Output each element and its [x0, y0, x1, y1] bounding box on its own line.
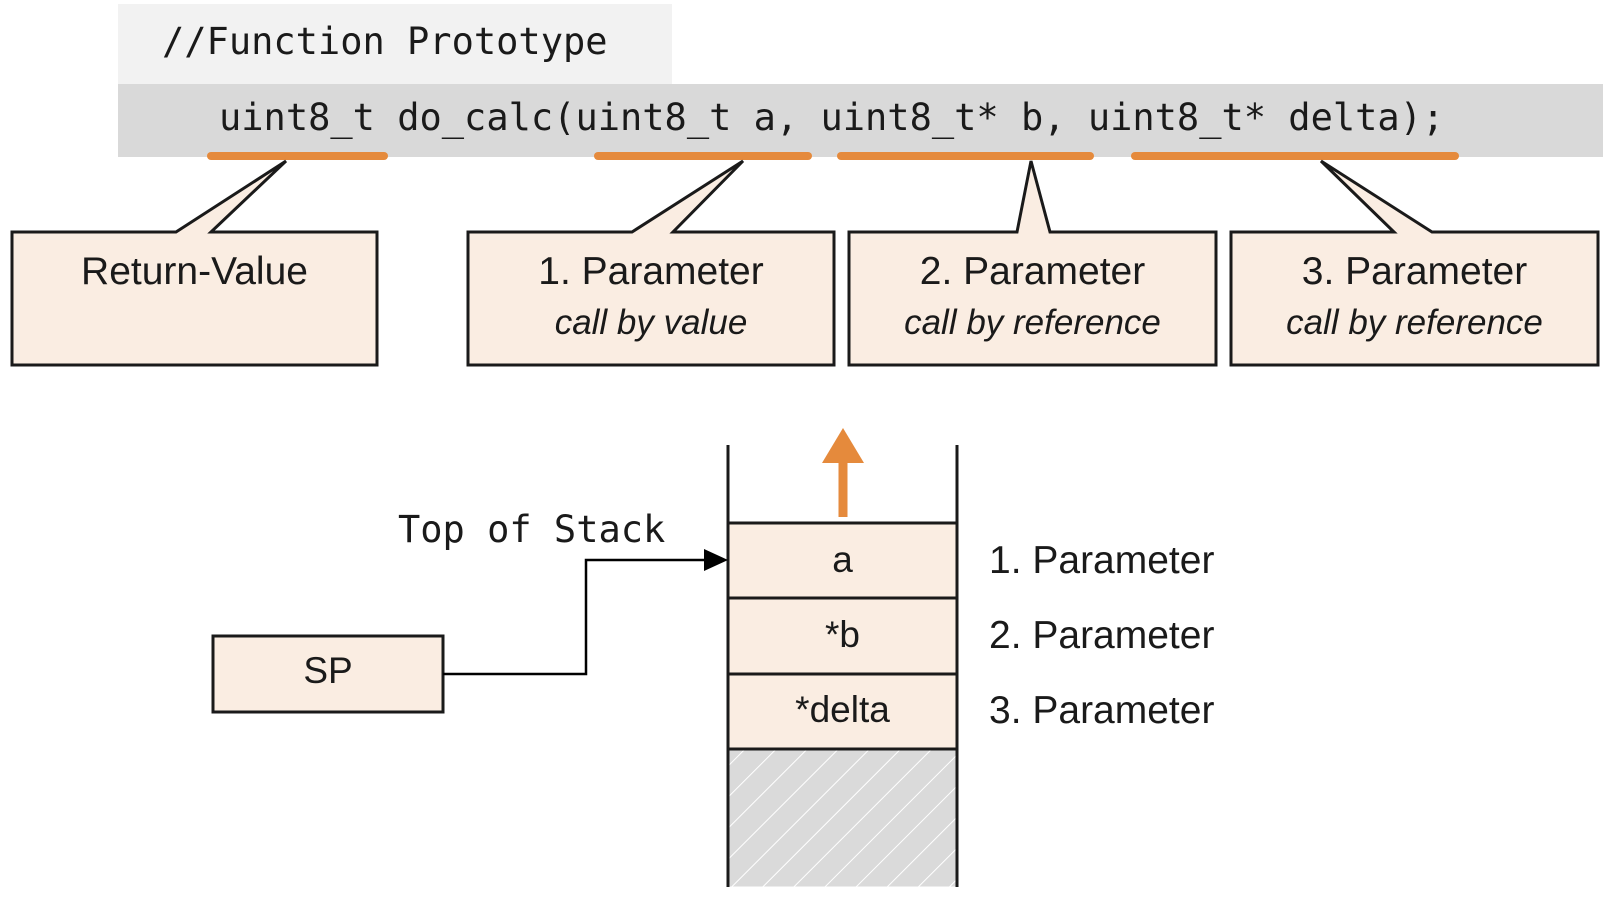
sp-box: [211, 634, 445, 714]
stack-cell-b-label: *b: [825, 614, 860, 655]
signature-end: );: [1399, 96, 1445, 139]
signature-param1: uint8_t a: [575, 96, 776, 139]
sp-pointer-arrowhead: [704, 549, 728, 571]
callout-param1-subtitle: call by value: [554, 303, 748, 342]
function-signature: uint8_t do_calc(uint8_t a, uint8_t* b, u…: [219, 96, 1444, 139]
callout-param3-subtitle: call by reference: [1286, 303, 1543, 342]
signature-separator: ,: [1043, 96, 1066, 139]
callout-param2-subtitle: call by reference: [904, 303, 1161, 342]
top-of-stack-label: Top of Stack: [398, 508, 666, 551]
sp-pointer-line: [443, 558, 712, 676]
callout-return-value: [10, 159, 379, 367]
stack-free-area-hatch: [729, 750, 956, 887]
signature-separator: ,: [775, 96, 799, 139]
callout-return-value-title: Return-Value: [81, 250, 308, 293]
callout-param2: [847, 160, 1218, 367]
callout-param1: [466, 159, 836, 367]
stack-cell-b: [726, 596, 959, 676]
sp-label: SP: [303, 650, 353, 691]
stack-cell-a-label: a: [832, 539, 853, 580]
callout-param3-title: 3. Parameter: [1301, 250, 1528, 293]
stack-param1-label: 1. Parameter: [989, 539, 1215, 582]
comment-background: [118, 4, 672, 84]
callout-shapes: [10, 159, 1600, 367]
callout-param1-title: 1. Parameter: [538, 250, 764, 293]
stack-growth-arrow: [822, 428, 864, 517]
signature-param2: uint8_t* b: [820, 96, 1044, 139]
signature-param3: uint8_t* delta: [1087, 96, 1400, 139]
signature-return-type: uint8_t: [219, 96, 375, 139]
signature-function-name: do_calc(: [397, 96, 576, 139]
stack-param3-label: 3. Parameter: [989, 689, 1215, 732]
callout-param2-title: 2. Parameter: [919, 250, 1146, 293]
callout-param3: [1229, 159, 1600, 367]
prototype-comment: //Function Prototype: [162, 20, 608, 63]
stack-cell-delta-label: *delta: [795, 689, 890, 730]
stack-cells: [726, 521, 959, 751]
stack-cell-delta: [726, 672, 959, 751]
stack-param2-label: 2. Parameter: [989, 614, 1215, 657]
signature-background: [118, 84, 1603, 157]
